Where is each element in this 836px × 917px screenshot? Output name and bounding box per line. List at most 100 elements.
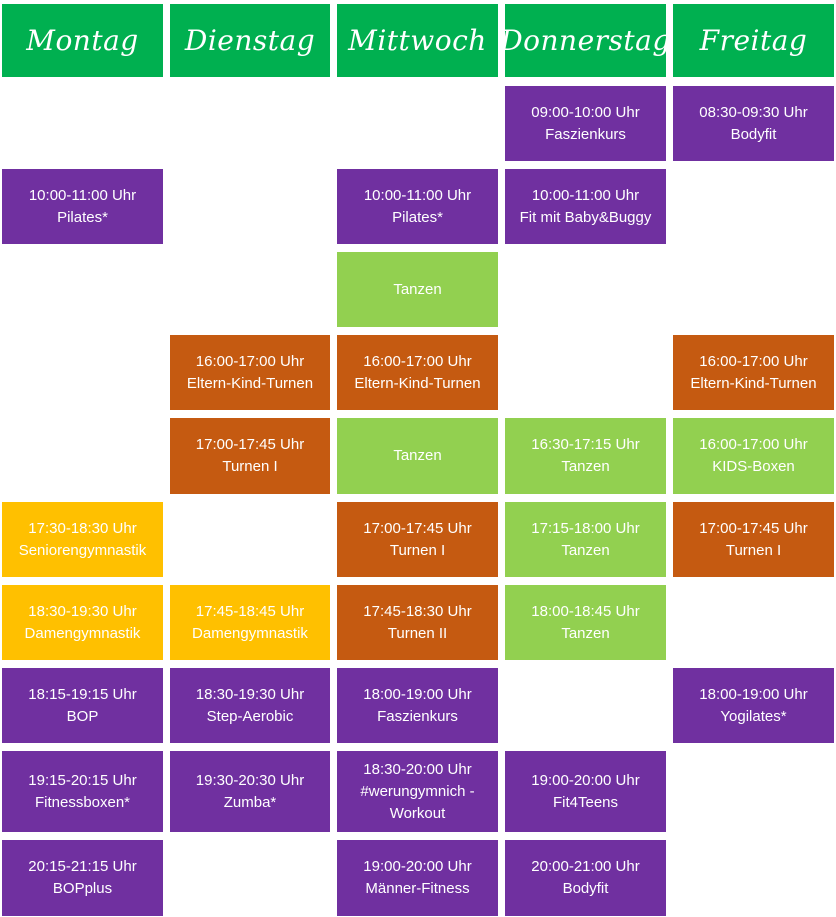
class-name: Seniorengymnastik [18, 541, 147, 559]
day-header-dienstag: Dienstag [170, 4, 330, 77]
class-cell[interactable]: 16:00-17:00 Uhr Eltern-Kind-Turnen [337, 335, 498, 410]
class-cell[interactable]: 16:30-17:15 Uhr Tanzen [505, 418, 666, 494]
class-name: Eltern-Kind-Turnen [690, 374, 817, 392]
class-name: Turnen I [725, 541, 782, 559]
class-cell[interactable]: 17:00-17:45 Uhr Turnen I [673, 502, 834, 577]
class-cell[interactable]: 10:00-11:00 Uhr Pilates* [337, 169, 498, 244]
class-time: 16:00-17:00 Uhr [699, 352, 808, 370]
class-name: Bodyfit [562, 880, 609, 897]
class-name: Eltern-Kind-Turnen [186, 374, 314, 392]
class-name: #werungymnich - [360, 782, 475, 800]
class-name: Turnen I [389, 541, 446, 559]
class-name: Bodyfit [730, 125, 777, 143]
class-cell[interactable]: 16:00-17:00 Uhr Eltern-Kind-Turnen [673, 335, 834, 410]
class-cell[interactable]: 16:00-17:00 Uhr Eltern-Kind-Turnen [170, 335, 330, 410]
class-name: Faszienkurs [545, 125, 626, 143]
class-time: 16:30-17:15 Uhr [531, 436, 640, 453]
class-name: KIDS-Boxen [712, 458, 795, 475]
class-time: 20:00-21:00 Uhr [531, 858, 640, 875]
class-cell[interactable]: 17:15-18:00 Uhr Tanzen [505, 502, 666, 577]
class-cell[interactable]: Tanzen [337, 418, 498, 494]
class-time: 19:30-20:30 Uhr [195, 771, 305, 789]
class-name: Step-Aerobic [206, 707, 294, 725]
class-cell[interactable]: 20:00-21:00 Uhr Bodyfit [505, 840, 666, 916]
class-name: Turnen I [222, 458, 278, 475]
class-cell[interactable]: 19:15-20:15 Uhr Fitnessboxen* [2, 751, 163, 832]
class-cell[interactable]: 16:00-17:00 Uhr KIDS-Boxen [673, 418, 834, 494]
class-time: 18:00-19:00 Uhr [363, 685, 472, 703]
class-time: 19:00-20:00 Uhr [363, 858, 472, 875]
class-time: 20:15-21:15 Uhr [28, 858, 137, 875]
class-name: Tanzen [561, 624, 610, 642]
class-cell[interactable]: 20:15-21:15 Uhr BOPplus [2, 840, 163, 916]
class-time: 17:45-18:45 Uhr [195, 602, 305, 620]
class-cell[interactable]: 19:30-20:30 Uhr Zumba* [170, 751, 330, 832]
class-cell[interactable]: 18:00-19:00 Uhr Faszienkurs [337, 668, 498, 743]
class-time: 17:00-17:45 Uhr [363, 519, 472, 537]
class-name: Eltern-Kind-Turnen [354, 374, 481, 392]
class-name: Yogilates* [720, 707, 787, 725]
class-time: 17:00-17:45 Uhr [699, 519, 808, 537]
class-name: BOP [66, 707, 99, 725]
day-header-freitag: Freitag [673, 4, 834, 77]
class-cell[interactable]: 17:00-17:45 Uhr Turnen I [337, 502, 498, 577]
class-name: Männer-Fitness [365, 880, 470, 897]
day-header-mittwoch: Mittwoch [337, 4, 498, 77]
day-header-montag: Montag [2, 4, 163, 77]
class-cell[interactable]: 18:30-19:30 Uhr Step-Aerobic [170, 668, 330, 743]
class-name: BOPplus [52, 880, 113, 897]
class-cell[interactable]: 09:00-10:00 Uhr Faszienkurs [505, 86, 666, 161]
class-time: 16:00-17:00 Uhr [195, 352, 305, 370]
class-cell[interactable]: 19:00-20:00 Uhr Männer-Fitness [337, 840, 498, 916]
class-cell[interactable]: Tanzen [337, 252, 498, 327]
class-time: 18:30-19:30 Uhr [195, 685, 305, 703]
class-name: Damengymnastik [24, 624, 141, 642]
class-name: Fitnessboxen* [34, 793, 131, 811]
class-cell[interactable]: 19:00-20:00 Uhr Fit4Teens [505, 751, 666, 832]
class-time: 10:00-11:00 Uhr [28, 186, 137, 204]
class-name: Zumba* [223, 793, 277, 811]
class-name: Tanzen [393, 447, 442, 464]
class-name: Fit4Teens [552, 793, 619, 811]
class-time: 18:00-18:45 Uhr [531, 602, 640, 620]
class-name: Fit mit Baby&Buggy [519, 208, 652, 226]
class-cell[interactable]: 17:00-17:45 Uhr Turnen I [170, 418, 330, 494]
class-time: 09:00-10:00 Uhr [531, 103, 640, 121]
class-name-line2: Workout [389, 804, 446, 822]
class-time: 10:00-11:00 Uhr [531, 186, 640, 204]
class-cell[interactable]: 18:30-20:00 Uhr #werungymnich - Workout [337, 751, 498, 832]
class-cell[interactable]: 17:30-18:30 Uhr Seniorengymnastik [2, 502, 163, 577]
class-name: Tanzen [561, 458, 610, 475]
class-time: 18:30-20:00 Uhr [363, 760, 472, 778]
class-time: 10:00-11:00 Uhr [363, 186, 472, 204]
class-time: 17:00-17:45 Uhr [195, 436, 305, 453]
class-cell[interactable]: 10:00-11:00 Uhr Pilates* [2, 169, 163, 244]
class-time: 18:30-19:30 Uhr [28, 602, 137, 620]
class-name: Turnen II [387, 624, 448, 642]
class-name: Tanzen [393, 280, 442, 298]
class-cell[interactable]: 18:00-19:00 Uhr Yogilates* [673, 668, 834, 743]
class-time: 16:00-17:00 Uhr [699, 436, 808, 453]
class-name: Faszienkurs [377, 707, 458, 725]
class-time: 17:15-18:00 Uhr [531, 519, 640, 537]
class-cell[interactable]: 18:30-19:30 Uhr Damengymnastik [2, 585, 163, 660]
class-cell[interactable]: 18:15-19:15 Uhr BOP [2, 668, 163, 743]
class-time: 08:30-09:30 Uhr [699, 103, 808, 121]
class-time: 18:00-19:00 Uhr [699, 685, 808, 703]
class-time: 19:15-20:15 Uhr [28, 771, 137, 789]
day-header-donnerstag: Donnerstag [500, 4, 670, 77]
class-cell[interactable]: 17:45-18:30 Uhr Turnen II [337, 585, 498, 660]
class-cell[interactable]: 17:45-18:45 Uhr Damengymnastik [170, 585, 330, 660]
class-name: Tanzen [561, 541, 610, 559]
class-name: Pilates* [57, 208, 108, 226]
class-name: Damengymnastik [192, 624, 308, 642]
class-cell[interactable]: 10:00-11:00 Uhr Fit mit Baby&Buggy [505, 169, 666, 244]
class-time: 16:00-17:00 Uhr [363, 352, 472, 370]
class-cell[interactable]: 18:00-18:45 Uhr Tanzen [505, 585, 666, 660]
class-time: 19:00-20:00 Uhr [531, 771, 640, 789]
class-time: 17:45-18:30 Uhr [363, 602, 472, 620]
class-name: Pilates* [392, 208, 443, 226]
class-cell[interactable]: 08:30-09:30 Uhr Bodyfit [673, 86, 834, 161]
class-time: 18:15-19:15 Uhr [28, 685, 137, 703]
class-time: 17:30-18:30 Uhr [28, 519, 137, 537]
